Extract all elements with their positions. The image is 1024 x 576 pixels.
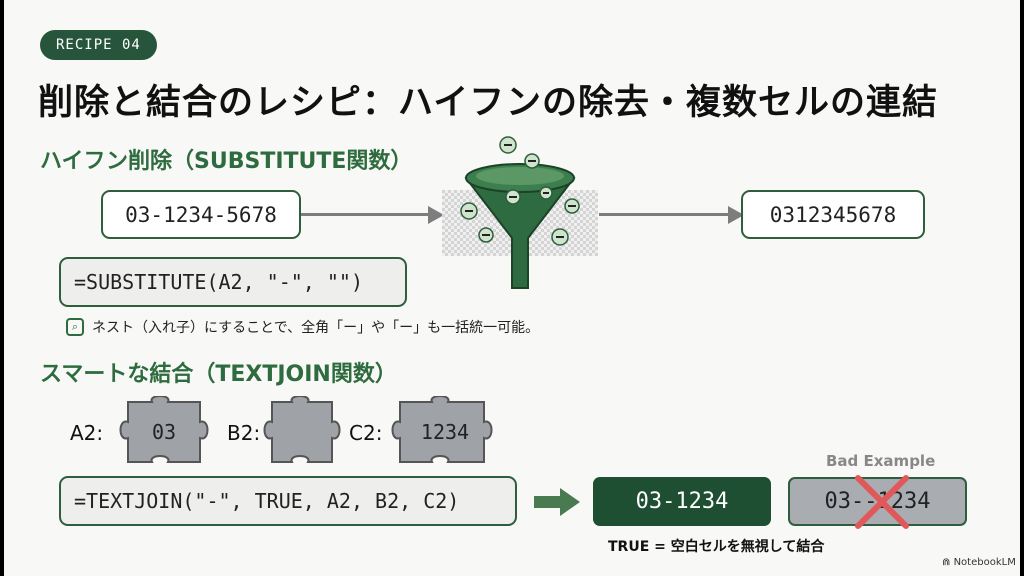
nest-note-text: ネスト（入れ子）にすることで、全角「ー」や「ー」も一括統一可能。 [92,320,540,336]
green-arrow-icon [534,488,580,516]
page-title: 削除と結合のレシピ：ハイフンの除去・複数セルの連結 [38,83,939,123]
bad-example-label: Bad Example [826,452,936,470]
arrow-head-right [728,206,744,224]
piece-value-b2 [260,396,344,468]
substitute-formula-box: =SUBSTITUTE(A2, "-", "") [59,257,407,307]
arrow-head-left [428,206,444,224]
slide: RECIPE 04 削除と結合のレシピ：ハイフンの除去・複数セルの連結 ハイフン… [4,0,1020,576]
section-heading-textjoin: スマートな結合（TEXTJOIN関数） [40,362,397,387]
section-heading-substitute: ハイフン削除（SUBSTITUTE関数） [40,149,413,174]
result-good-box: 03-1234 [593,477,771,526]
brand-text: NotebookLM [953,557,1016,568]
document-search-icon: ⌕ [66,318,84,336]
textjoin-formula-box: =TEXTJOIN("-", TRUE, A2, B2, C2) [59,476,517,526]
funnel-icon [442,136,598,289]
brand-label: ⋒ NotebookLM [942,557,1016,568]
arrow-line-left [301,213,429,216]
notebooklm-logo-icon: ⋒ [942,557,951,568]
puzzle-piece-c2: 1234 [386,395,504,468]
recipe-badge: RECIPE 04 [40,30,157,60]
piece-label-b2: B2: [227,421,261,445]
piece-label-a2: A2: [70,421,104,445]
nest-note: ⌕ ネスト（入れ子）にすることで、全角「ー」や「ー」も一括統一可能。 [66,317,539,337]
piece-label-c2: C2: [349,421,383,445]
cross-icon [855,475,909,529]
puzzle-piece-a2: 03 [108,395,220,468]
input-value-box: 03-1234-5678 [101,190,301,239]
piece-value-a2: 03 [151,420,177,444]
output-value-box: 0312345678 [741,190,925,239]
puzzle-piece-b2 [260,395,344,468]
piece-value-c2: 1234 [420,420,470,444]
arrow-line-right [599,213,729,216]
true-caption: TRUE = 空白セルを無視して結合 [608,539,825,555]
